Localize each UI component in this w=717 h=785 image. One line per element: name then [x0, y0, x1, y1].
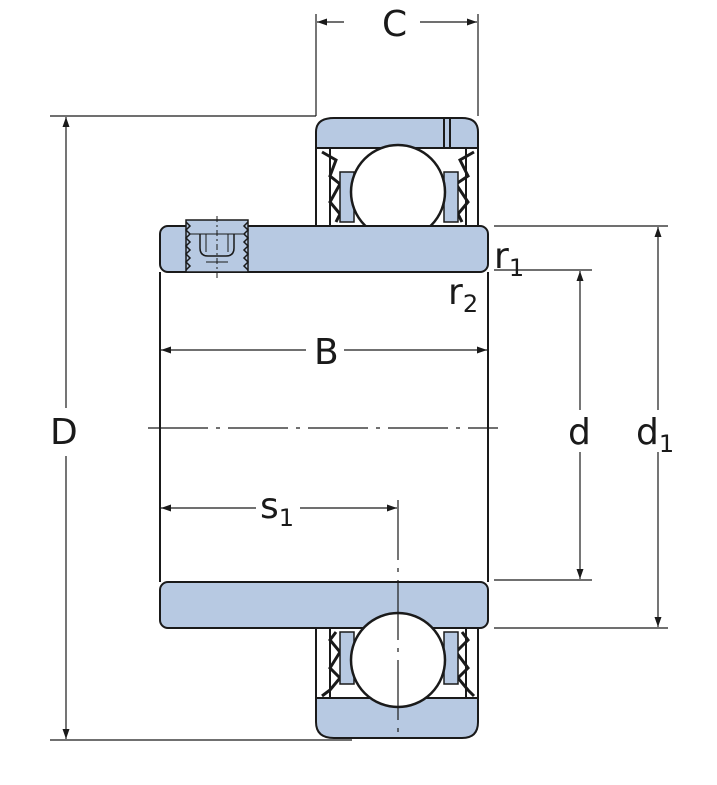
label-d1: d1: [636, 412, 674, 458]
lower-inner-ring: [159, 581, 489, 629]
label-s1: s1: [260, 486, 294, 532]
extension-lines: [50, 14, 668, 741]
label-c: C: [382, 4, 407, 45]
upper-ball: [349, 143, 447, 241]
grub-screw: [184, 216, 250, 278]
label-b: B: [314, 332, 339, 373]
label-d-outer: D: [50, 412, 78, 453]
label-r1: r1: [494, 236, 524, 282]
lower-outer-ring: [315, 697, 479, 739]
lower-outer-ring-assembly: [315, 611, 479, 739]
upper-outer-ring: [315, 117, 479, 149]
label-r2: r2: [448, 272, 478, 318]
lower-right-seal: [454, 631, 476, 698]
dimension-lines: [62, 18, 662, 739]
label-bore-d: d: [568, 412, 591, 453]
upper-outer-ring-assembly: [315, 117, 479, 241]
lower-left-seal: [321, 631, 343, 698]
